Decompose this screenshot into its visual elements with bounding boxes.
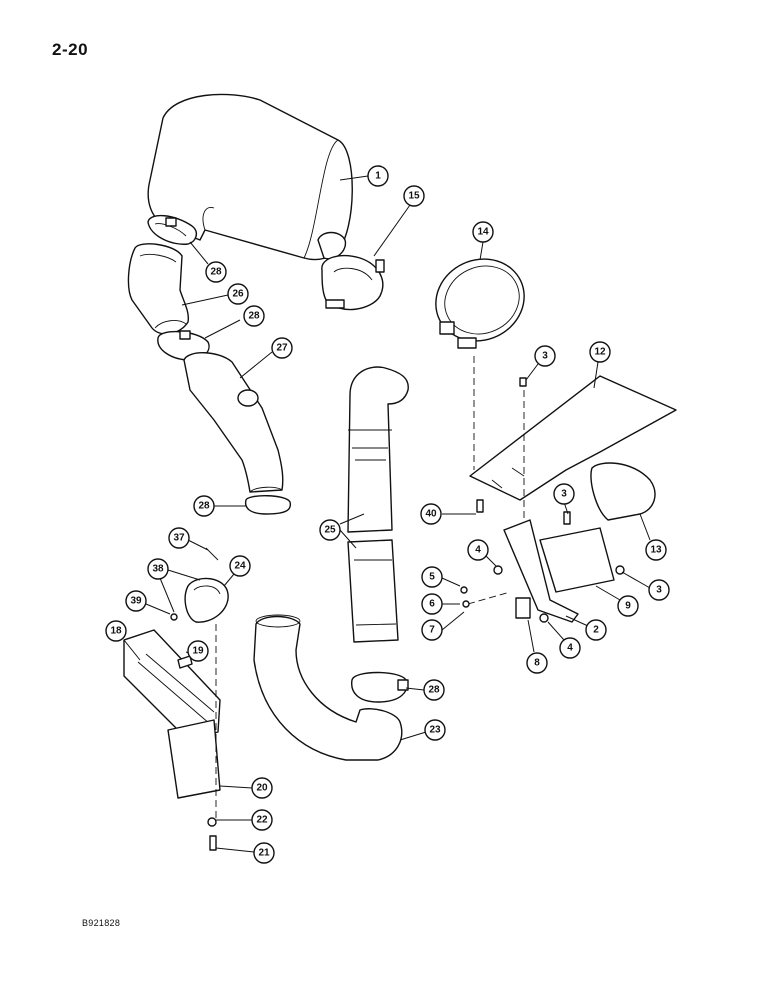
svg-text:5: 5: [429, 572, 435, 583]
svg-text:3: 3: [656, 585, 662, 596]
callout-9: 9: [595, 585, 639, 617]
svg-text:28: 28: [198, 501, 210, 512]
part-ring-clamp: [435, 258, 525, 349]
callout-13: 13: [639, 513, 667, 561]
svg-text:3: 3: [542, 351, 548, 362]
svg-text:25: 25: [324, 525, 336, 536]
callout-8: 8: [526, 619, 548, 674]
svg-text:40: 40: [425, 509, 437, 520]
part-clamp-bottom: [351, 671, 409, 703]
callout-24: 24: [223, 555, 251, 587]
svg-text:4: 4: [567, 643, 573, 654]
callout-25: 25: [319, 513, 365, 549]
part-strap-clamp: [321, 254, 385, 311]
callout-20: 20: [219, 777, 273, 799]
svg-text:18: 18: [110, 626, 122, 637]
part-lower-bracket: [123, 577, 229, 799]
callout-4: 4: [547, 621, 581, 659]
callout-19: 19: [185, 640, 209, 662]
part-vertical-stack: [347, 366, 409, 643]
svg-text:2: 2: [593, 625, 599, 636]
callout-22: 22: [216, 809, 273, 831]
svg-text:39: 39: [130, 596, 142, 607]
part-clamp-lower: [244, 495, 292, 515]
callout-15: 15: [373, 185, 425, 257]
part-j-pipe: [253, 614, 403, 761]
svg-text:20: 20: [256, 783, 268, 794]
svg-text:37: 37: [173, 533, 185, 544]
callout-18: 18: [105, 620, 141, 661]
part-exhaust-pipe: [183, 352, 284, 493]
callout-1: 1: [339, 165, 389, 187]
callout-38: 38: [147, 558, 201, 613]
callout-4: 4: [467, 539, 497, 567]
alignment-line: [467, 591, 511, 605]
part-clamp-upper: [147, 215, 198, 245]
callout-28: 28: [405, 679, 445, 701]
callout-3: 3: [621, 571, 670, 601]
svg-text:19: 19: [192, 646, 204, 657]
svg-text:28: 28: [428, 685, 440, 696]
svg-text:12: 12: [594, 347, 606, 358]
svg-text:14: 14: [477, 227, 489, 238]
callout-26: 26: [181, 283, 249, 306]
figure-code: B921828: [82, 918, 121, 928]
svg-text:4: 4: [475, 545, 481, 556]
svg-text:3: 3: [561, 489, 567, 500]
callout-28: 28: [193, 495, 246, 517]
part-mounting-bracket: [469, 375, 677, 623]
svg-text:6: 6: [429, 599, 435, 610]
callout-28: 28: [204, 305, 265, 339]
svg-text:28: 28: [248, 311, 260, 322]
part-elbow-hose: [127, 243, 190, 335]
callout-5: 5: [421, 566, 461, 588]
callout-12: 12: [589, 341, 611, 389]
svg-text:38: 38: [152, 564, 164, 575]
callout-7: 7: [421, 611, 465, 641]
callout-40: 40: [420, 503, 476, 525]
callout-28: 28: [189, 241, 227, 283]
svg-text:13: 13: [650, 545, 662, 556]
svg-text:27: 27: [276, 343, 288, 354]
svg-text:26: 26: [232, 289, 244, 300]
svg-text:24: 24: [234, 561, 246, 572]
callout-3: 3: [553, 483, 575, 515]
callout-21: 21: [215, 842, 275, 864]
page-number: 2-20: [52, 40, 89, 59]
callout-27: 27: [239, 337, 293, 379]
callout-14: 14: [472, 221, 494, 261]
svg-text:8: 8: [534, 658, 540, 669]
svg-text:28: 28: [210, 267, 222, 278]
svg-text:22: 22: [256, 815, 268, 826]
svg-text:23: 23: [429, 725, 441, 736]
callout-2: 2: [565, 615, 607, 641]
svg-text:9: 9: [625, 601, 631, 612]
callout-37: 37: [168, 527, 209, 551]
callout-39: 39: [125, 590, 171, 615]
svg-text:7: 7: [429, 625, 435, 636]
svg-text:1: 1: [375, 171, 381, 182]
callout-6: 6: [421, 593, 460, 615]
callout-3: 3: [525, 345, 556, 381]
svg-text:15: 15: [408, 191, 420, 202]
svg-text:21: 21: [258, 848, 270, 859]
callout-23: 23: [399, 719, 446, 741]
